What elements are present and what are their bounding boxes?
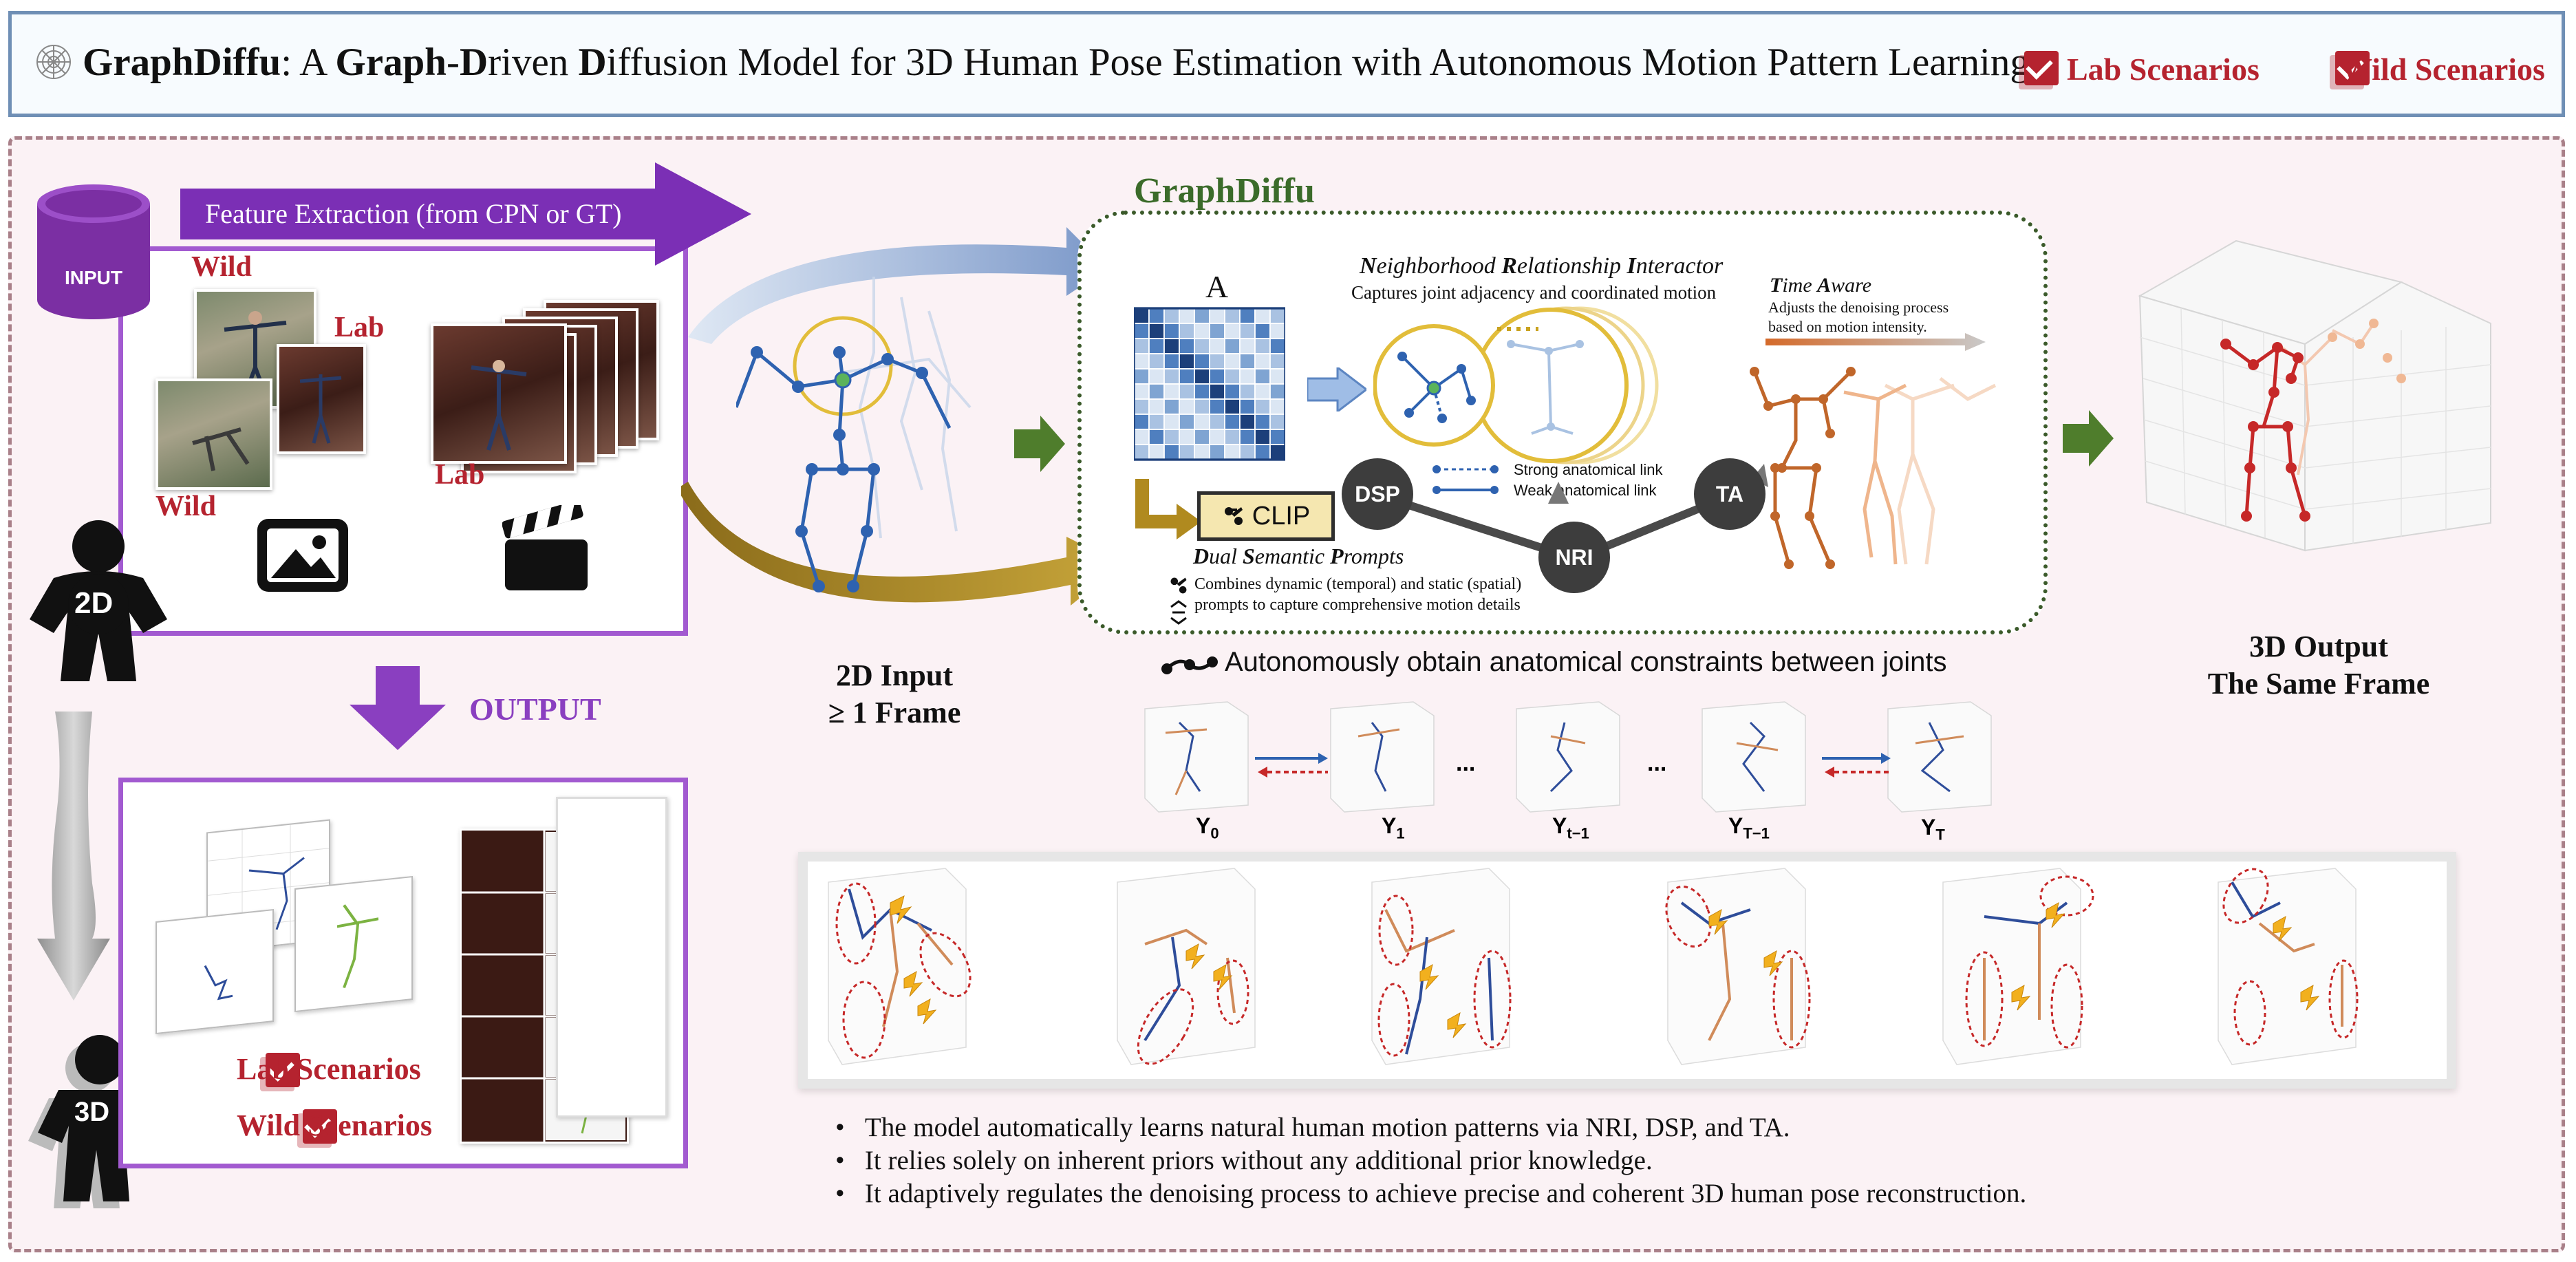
dsp-node: DSP [1342,458,1413,530]
comparison-plots [828,868,2359,1065]
output-label: OUTPUT [469,692,601,727]
feature-extraction-label: Feature Extraction (from CPN or GT) [205,198,622,229]
arrow-right-icon [1014,416,1065,472]
checkbox-icon [2024,51,2059,85]
ellipsis-2: ... [1647,750,1667,776]
input-2d-line2: ≥ 1 Frame [828,696,961,729]
dsp-desc-line2: prompts to capture comprehensive motion … [1194,596,1521,614]
constraint-text: Autonomously obtain anatomical constrain… [1225,647,1947,677]
badge-3d: 3D [74,1097,110,1127]
output-3d-plot [294,875,413,1013]
output-3d-line1: 3D Output [2249,630,2388,663]
clip-icon [1224,507,1243,525]
y-label-t-1: Yt−1 [1552,813,1589,842]
image-icon [257,519,348,592]
database-icon [37,184,150,319]
output-wild-label: Wild Scenarios [237,1109,433,1142]
output-3d-plot [155,908,274,1035]
ta-node: TA [1694,458,1765,530]
ellipsis-1: ... [1456,750,1476,776]
dsp-title: Dual Semantic Prompts [1193,544,1404,568]
wild-photo-2 [155,378,272,490]
arrow-down-icon [350,666,446,750]
lightning-icon [890,895,2320,1038]
nri-title: Neighborhood Relationship Interactor [1360,253,1724,279]
arrow-right-icon [2063,410,2114,467]
y-label-0: Y0 [1196,813,1219,842]
wild-label-bottom: Wild [155,491,216,522]
video-frame [431,323,567,464]
checkbox-icon [266,1053,300,1087]
y-label-T: YT [1921,815,1945,844]
nri-circles [1373,306,1659,464]
ta-title: Time Aware [1770,274,1872,297]
output-sequence-frames-back [556,797,667,1117]
diffusion-steps [1144,701,1992,813]
spider-web-icon [36,45,71,79]
input-2d-line1: 2D Input [836,659,953,692]
bullet-item: • The model automatically learns natural… [835,1113,1790,1142]
weak-link-label: Weak anatomical link [1514,482,1657,499]
title-name: GraphDiffu [83,41,281,84]
output-3d-line2: The Same Frame [2207,667,2430,700]
nri-node: NRI [1538,522,1610,593]
title-lab-label: Lab Scenarios [2067,52,2260,87]
badge-2d: 2D [74,586,114,620]
title-wild-label: Wild Scenarios [2341,52,2545,87]
title-bar [8,11,2565,117]
input-2d-skeleton [736,277,972,592]
lab-label-top: Lab [334,312,385,343]
strong-link-label: Strong anatomical link [1514,461,1663,478]
clip-label: CLIP [1252,501,1311,531]
arrow-right-icon [1135,479,1201,539]
graphdiffu-title: GraphDiffu [1134,171,1315,211]
matrix-label: A [1205,269,1229,304]
constraint-icon [1161,656,1218,674]
arrow-right-icon [1307,367,1366,411]
adjacency-matrix [1134,307,1285,461]
bullet-item: • It adaptively regulates the denoising … [835,1179,2027,1208]
lab-label-bottom: Lab [435,459,485,491]
y-label-1: Y1 [1382,813,1405,842]
wild-label-top: Wild [191,251,252,283]
prompt-icon [1170,600,1187,625]
arrow-right-icon [180,162,751,266]
comparison-panel [798,852,2456,1089]
bullet-item: • It relies solely on inherent priors wi… [835,1146,1653,1175]
ta-skeletons [1750,367,1997,569]
clip-box: CLIP [1197,491,1335,541]
person-2d-icon [30,520,167,681]
lab-photo [277,344,366,454]
dsp-desc-line1: Combines dynamic (temporal) and static (… [1194,575,1522,593]
page-title: GraphDiffu: A Graph-Driven Diffusion Mod… [83,41,2030,84]
checkbox-icon [303,1109,337,1144]
nri-desc: Captures joint adjacency and coordinated… [1351,282,1717,303]
checkbox-icon [2335,51,2370,85]
output-lab-label: Lab Scenarios [237,1052,421,1086]
ta-desc-line2: based on motion intensity. [1768,318,1927,335]
ta-desc-line1: Adjusts the denoising process [1768,299,1949,316]
arrow-down-icon [37,712,110,1001]
curved-arrows [681,227,1121,606]
output-3d-cube [2138,239,2491,552]
input-db-label: INPUT [65,267,122,288]
time-arrow-icon [1765,333,1986,351]
clip-icon [1170,577,1187,594]
link-legend [1432,465,1499,494]
clapperboard-icon [502,505,588,590]
y-label-T-1: YT−1 [1728,813,1770,842]
